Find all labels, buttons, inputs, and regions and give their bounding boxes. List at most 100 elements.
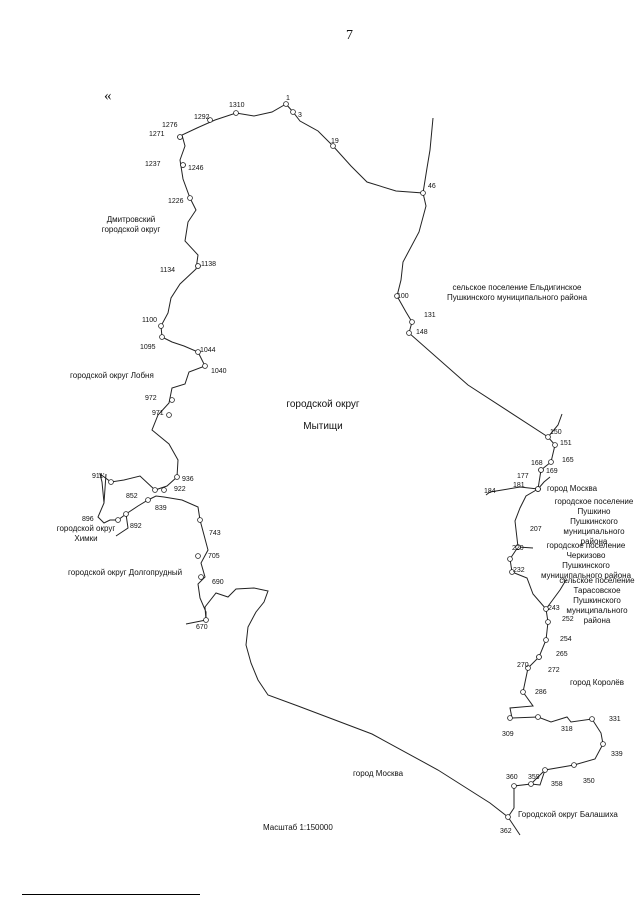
boundary-point-marker xyxy=(543,637,549,643)
boundary-point-label: 670 xyxy=(196,624,208,631)
boundary-point-label: 318 xyxy=(561,726,573,733)
branch-line xyxy=(103,473,107,504)
boundary-point-label: 1100 xyxy=(142,317,157,324)
boundary-point-label: 360 xyxy=(506,774,518,781)
boundary-point-marker xyxy=(174,474,180,480)
boundary-point-marker xyxy=(203,617,209,623)
region-label-balashikha: Городской округ Балашиха xyxy=(518,810,618,819)
branch-line xyxy=(115,513,129,537)
boundary-point-marker xyxy=(207,117,213,123)
boundary-point-label: 151 xyxy=(560,440,572,447)
boundary-point-label: 339 xyxy=(611,751,623,758)
region-label-korolev: город Королёв xyxy=(570,678,625,687)
boundary-point-label: 852 xyxy=(126,493,138,500)
boundary-line xyxy=(97,103,604,818)
boundary-point-label: 743 xyxy=(209,530,221,537)
boundary-point-marker xyxy=(283,101,289,107)
boundary-point-label: 207 xyxy=(530,526,542,533)
boundary-point-marker xyxy=(515,544,521,550)
boundary-point-marker xyxy=(195,263,201,269)
boundary-point-marker xyxy=(145,497,151,503)
boundary-point-label: 46 xyxy=(428,183,436,190)
boundary-point-marker xyxy=(505,814,511,820)
corner-mark: « xyxy=(104,88,112,104)
boundary-point-marker xyxy=(177,134,183,140)
boundary-point-marker xyxy=(202,363,208,369)
boundary-point-label: 839 xyxy=(155,505,167,512)
branch-line xyxy=(545,579,567,610)
boundary-points: 1319461001311481501511651681691771811842… xyxy=(82,95,623,835)
boundary-point-label: 1040 xyxy=(211,368,227,375)
boundary-point-marker xyxy=(536,654,542,660)
boundary-point-label: 1226 xyxy=(168,198,184,205)
boundary-point-label: 131 xyxy=(424,312,436,319)
boundary-point-label: 1310 xyxy=(229,102,245,109)
branch-line xyxy=(485,486,539,496)
boundary-point-marker xyxy=(290,109,296,115)
boundary-point-label: 169 xyxy=(546,468,558,475)
branch-line xyxy=(537,476,551,490)
boundary-point-label: 252 xyxy=(562,616,574,623)
boundary-point-marker xyxy=(511,783,517,789)
boundary-point-label: 350 xyxy=(583,778,595,785)
boundary-point-label: 358 xyxy=(551,781,563,788)
branch-line xyxy=(547,413,563,438)
boundary-point-marker xyxy=(394,293,400,299)
boundary-point-label: 309 xyxy=(502,731,514,738)
boundary-point-label: 220 xyxy=(512,545,524,552)
boundary-point-marker xyxy=(152,487,158,493)
boundary-point-label: 1134 xyxy=(160,267,175,274)
region-label-dolgoprudny: городской округ Долгопрудный xyxy=(68,568,183,577)
boundary-point-label: 1044 xyxy=(200,347,216,354)
boundary-point-label: 1292 xyxy=(194,114,210,121)
region-label-mytishchi: городской округ Мытищи xyxy=(286,399,360,432)
boundary-point-label: 3 xyxy=(298,112,302,119)
boundary-point-marker xyxy=(571,762,577,768)
footer-rule xyxy=(22,894,200,895)
boundary-point-label: 286 xyxy=(535,689,547,696)
boundary-point-marker xyxy=(545,619,551,625)
boundary-point-label: 705 xyxy=(208,553,220,560)
boundary-point-label: 971 xyxy=(152,410,164,417)
boundary-point-label: 331 xyxy=(609,716,621,723)
boundary-point-marker xyxy=(589,716,595,722)
boundary-point-label: 165 xyxy=(562,457,574,464)
boundary-point-marker xyxy=(525,665,531,671)
boundary-point-marker xyxy=(528,781,534,787)
boundary-point-marker xyxy=(538,467,544,473)
boundary-point-marker xyxy=(520,689,526,695)
boundary-point-marker xyxy=(409,319,415,325)
boundary-point-marker xyxy=(507,556,513,562)
boundary-point-label: 100 xyxy=(397,293,409,300)
boundary-point-marker xyxy=(195,349,201,355)
region-label-lobnya: городской округ Лобня xyxy=(70,371,154,380)
boundary-point-marker xyxy=(158,323,164,329)
boundary-point-marker xyxy=(197,517,203,523)
region-label-moscow-south: город Москва xyxy=(353,769,404,778)
boundary-point-label: 1276 xyxy=(162,122,178,129)
boundary-point-marker xyxy=(420,190,426,196)
boundary-point-label: 181 xyxy=(513,482,525,489)
boundary-point-marker xyxy=(542,767,548,773)
boundary-point-label: 254 xyxy=(560,636,572,643)
boundary-point-marker xyxy=(543,606,549,612)
boundary-point-label: 1246 xyxy=(188,165,204,172)
boundary-point-label: 148 xyxy=(416,329,428,336)
branch-line xyxy=(530,769,546,786)
boundary-point-marker xyxy=(509,569,515,575)
boundary-point-label: 177 xyxy=(517,473,529,480)
boundary-point-marker xyxy=(535,714,541,720)
boundary-point-label: 1138 xyxy=(201,261,216,268)
boundary-point-marker xyxy=(187,195,193,201)
boundary-point-label: 1271 xyxy=(149,131,165,138)
boundary-point-marker xyxy=(535,486,541,492)
boundary-point-label: 896 xyxy=(82,516,94,523)
region-label-moscow-east: город Москва xyxy=(547,484,598,493)
boundary-point-label: 911' xyxy=(92,473,105,480)
boundary-point-label: 150 xyxy=(550,429,562,436)
